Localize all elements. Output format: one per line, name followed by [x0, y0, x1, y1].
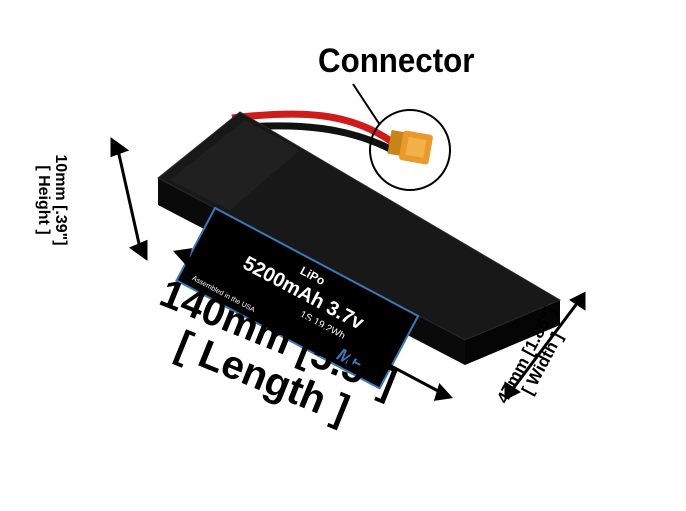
width-arrow [504, 291, 586, 401]
height-dimension: 10mm [.39"] [ Height ] [34, 140, 69, 260]
height-arrow [110, 137, 148, 261]
battery-end [465, 300, 560, 365]
connector-callout-label: Connector [318, 42, 475, 80]
battery-highlight [170, 120, 300, 210]
connector-callout-circle [369, 109, 451, 191]
red-wire [231, 110, 395, 145]
height-label: [ Height ] [35, 165, 53, 235]
length-arrow [172, 248, 454, 401]
height-value: 10mm [.39"] [52, 154, 69, 246]
connector-plug [387, 129, 433, 165]
connector-callout-line [352, 83, 381, 126]
